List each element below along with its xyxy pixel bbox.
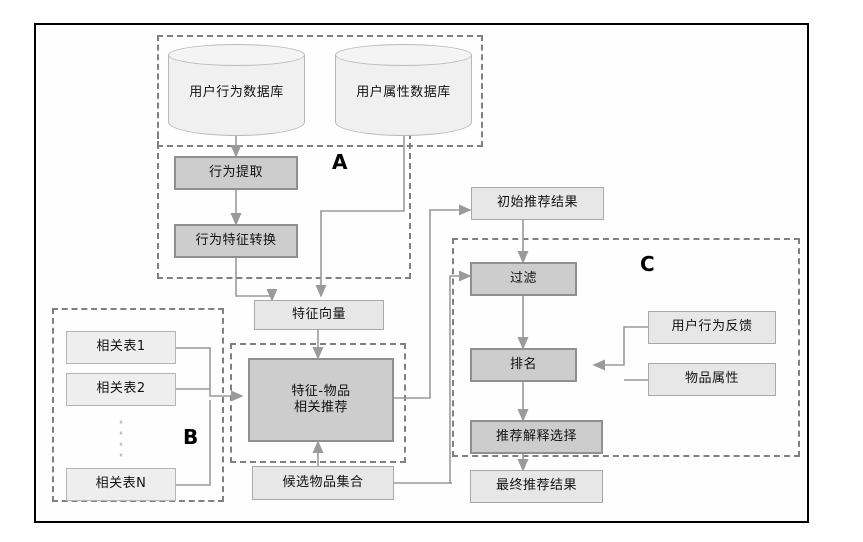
node-initial-rec-result[interactable]: 初始推荐结果 — [471, 187, 604, 220]
group-box-a — [157, 35, 483, 147]
group-box-a-lower — [157, 133, 411, 279]
cylinder-body — [335, 54, 472, 136]
node-label: 用户属性数据库 — [356, 84, 451, 100]
node-label-line1: 特征-物品 — [291, 383, 351, 399]
ellipsis-related-tables: ···· — [114, 413, 128, 468]
node-label-line2: 相关推荐 — [293, 400, 348, 415]
node-related-table-n[interactable]: 相关表N — [66, 468, 176, 501]
group-label-b: B — [183, 425, 199, 449]
node-candidate-item-set[interactable]: 候选物品集合 — [252, 466, 394, 500]
node-related-table-1[interactable]: 相关表1 — [66, 331, 176, 364]
node-user-attribute-db[interactable]: 用户属性数据库 — [335, 44, 472, 136]
node-behavior-extraction[interactable]: 行为提取 — [174, 156, 298, 190]
group-box-b — [52, 308, 224, 502]
node-filter[interactable]: 过滤 — [470, 262, 577, 296]
cylinder-top — [168, 44, 305, 66]
node-feature-item-rec[interactable]: 特征-物品 相关推荐 — [248, 358, 394, 442]
node-ranking[interactable]: 排名 — [470, 348, 577, 382]
ellipsis-glyph: ···· — [117, 411, 125, 469]
node-rec-explanation-select[interactable]: 推荐解释选择 — [470, 420, 603, 454]
group-label-c: C — [640, 252, 655, 276]
node-user-behavior-feedback[interactable]: 用户行为反馈 — [648, 311, 776, 344]
node-item-attribute[interactable]: 物品属性 — [648, 363, 776, 396]
node-final-rec-result[interactable]: 最终推荐结果 — [470, 470, 603, 503]
node-label: 用户行为数据库 — [189, 84, 284, 100]
node-behavior-feature-transform[interactable]: 行为特征转换 — [174, 224, 298, 258]
node-user-behavior-db[interactable]: 用户行为数据库 — [168, 44, 305, 136]
group-label-a: A — [332, 150, 348, 174]
cylinder-body — [168, 54, 305, 136]
node-feature-vector[interactable]: 特征向量 — [254, 300, 384, 330]
cylinder-top — [335, 44, 472, 66]
node-related-table-2[interactable]: 相关表2 — [66, 373, 176, 406]
